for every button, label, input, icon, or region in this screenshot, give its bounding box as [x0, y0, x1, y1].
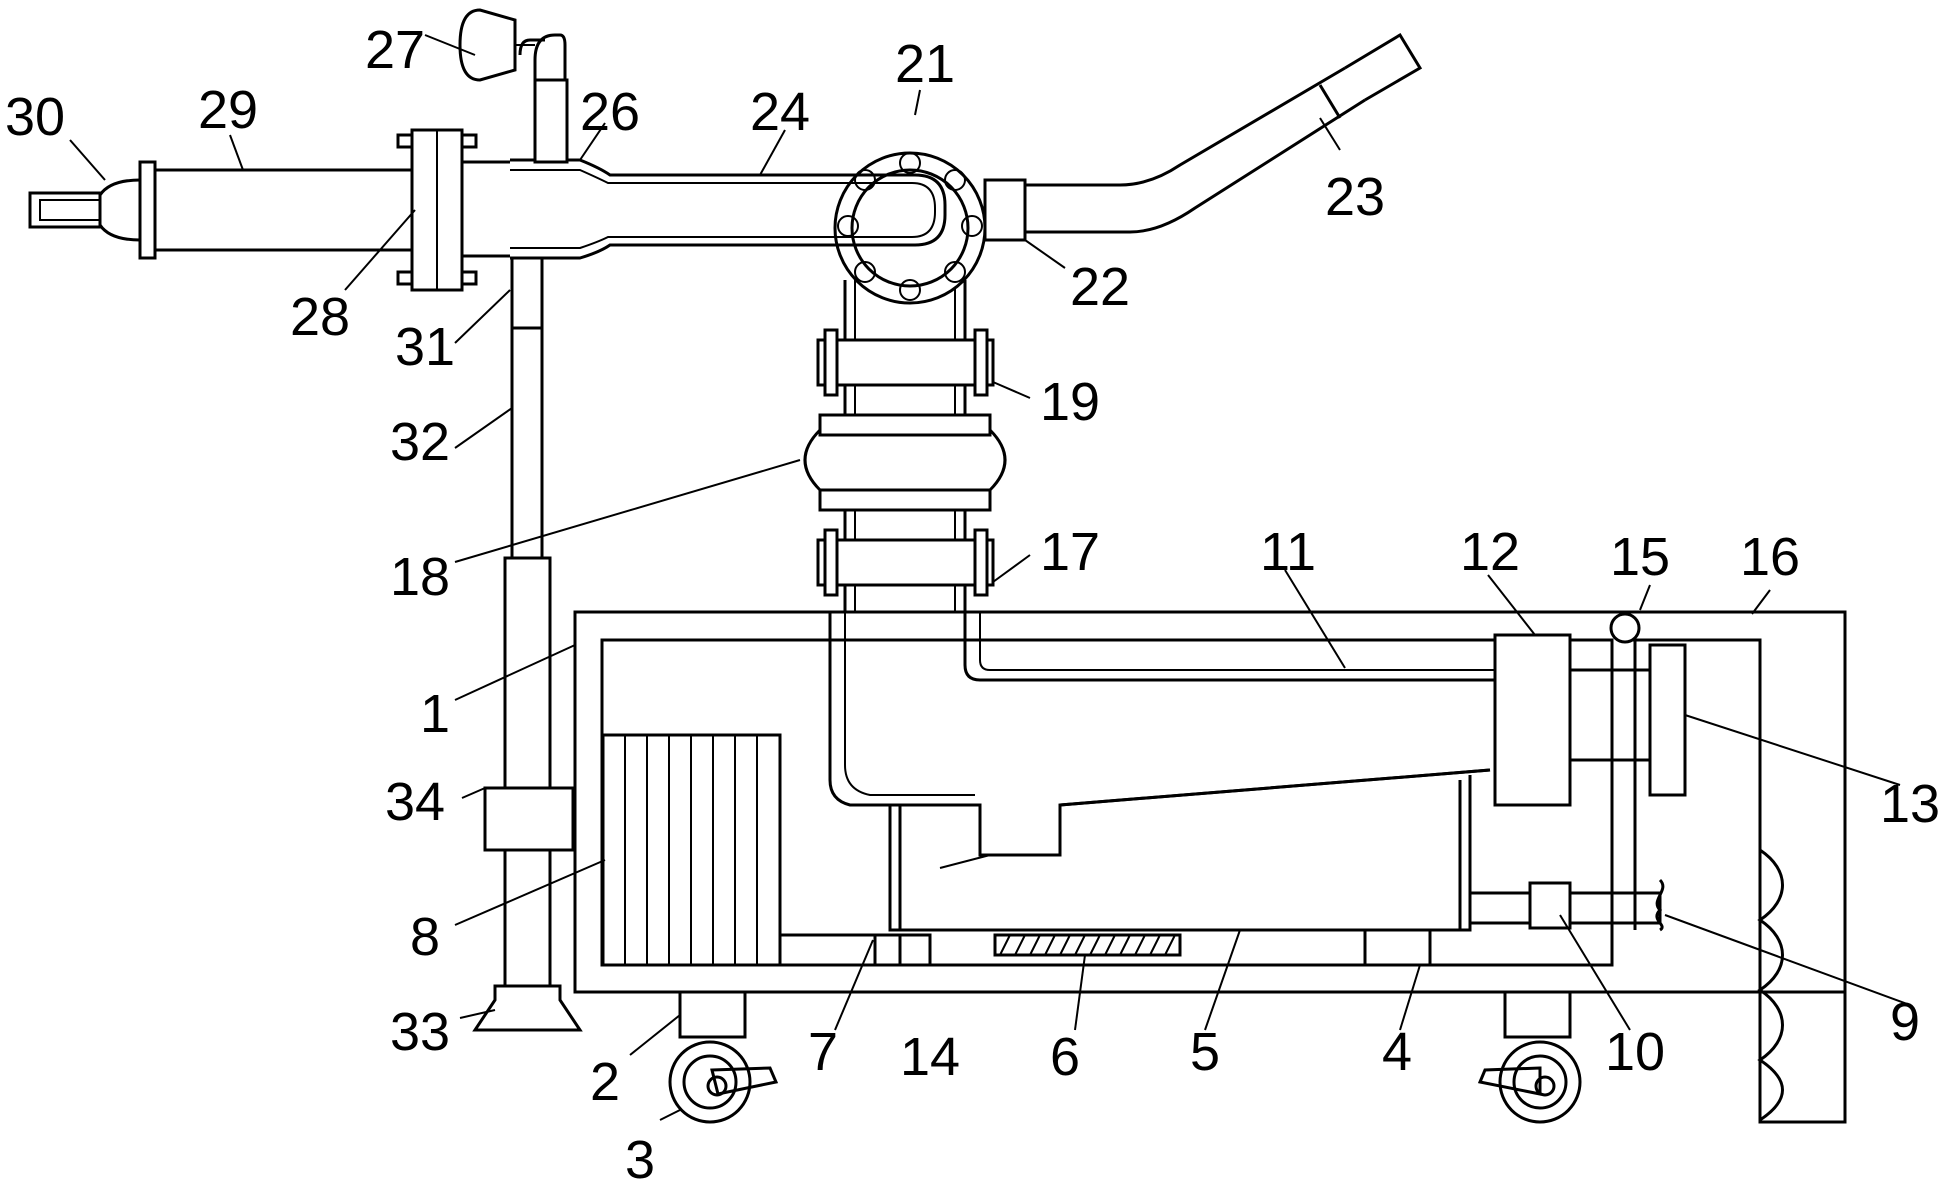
flange-19: [818, 330, 993, 395]
label-2: 2: [590, 1052, 620, 1112]
label-3: 3: [625, 1130, 655, 1183]
label-14: 14: [900, 1027, 960, 1087]
label-23: 23: [1325, 167, 1385, 227]
battery-pack: [603, 735, 780, 965]
label-12: 12: [1460, 522, 1520, 582]
bottom-rail: [780, 930, 1470, 965]
slider-assembly: [1495, 614, 1685, 930]
label-28: 28: [290, 287, 350, 347]
label-11: 11: [1260, 522, 1316, 582]
label-1: 1: [420, 684, 450, 744]
label-13: 13: [1880, 774, 1940, 834]
nozzle: [30, 162, 412, 258]
label-6: 6: [1050, 1027, 1080, 1087]
label-18: 18: [390, 547, 450, 607]
label-7: 7: [808, 1022, 838, 1082]
label-22: 22: [1070, 257, 1130, 317]
label-10: 10: [1605, 1022, 1665, 1082]
label-9: 9: [1890, 992, 1920, 1052]
bellows-18: [805, 415, 1005, 510]
label-19: 19: [1040, 372, 1100, 432]
label-16: 16: [1740, 527, 1800, 587]
flange-17: [818, 530, 993, 595]
label-24: 24: [750, 82, 810, 142]
wheel-assembly-right: [1480, 992, 1580, 1122]
label-27: 27: [365, 20, 425, 80]
label-31: 31: [395, 317, 455, 377]
suction-pipe: [830, 612, 1500, 855]
pump-base: [890, 775, 1470, 930]
label-8: 8: [410, 907, 440, 967]
label-32: 32: [390, 412, 450, 472]
label-15: 15: [1610, 527, 1670, 587]
label-26: 26: [580, 82, 640, 142]
label-34: 34: [385, 772, 445, 832]
label-5: 5: [1190, 1022, 1220, 1082]
wheel-assembly-left: [670, 992, 776, 1122]
label-4: 4: [1382, 1022, 1412, 1082]
label-17: 17: [1040, 522, 1100, 582]
support-column: [475, 258, 580, 1030]
label-30: 30: [5, 87, 65, 147]
label-21: 21: [895, 34, 955, 94]
label-33: 33: [390, 1002, 450, 1062]
label-29: 29: [198, 80, 258, 140]
